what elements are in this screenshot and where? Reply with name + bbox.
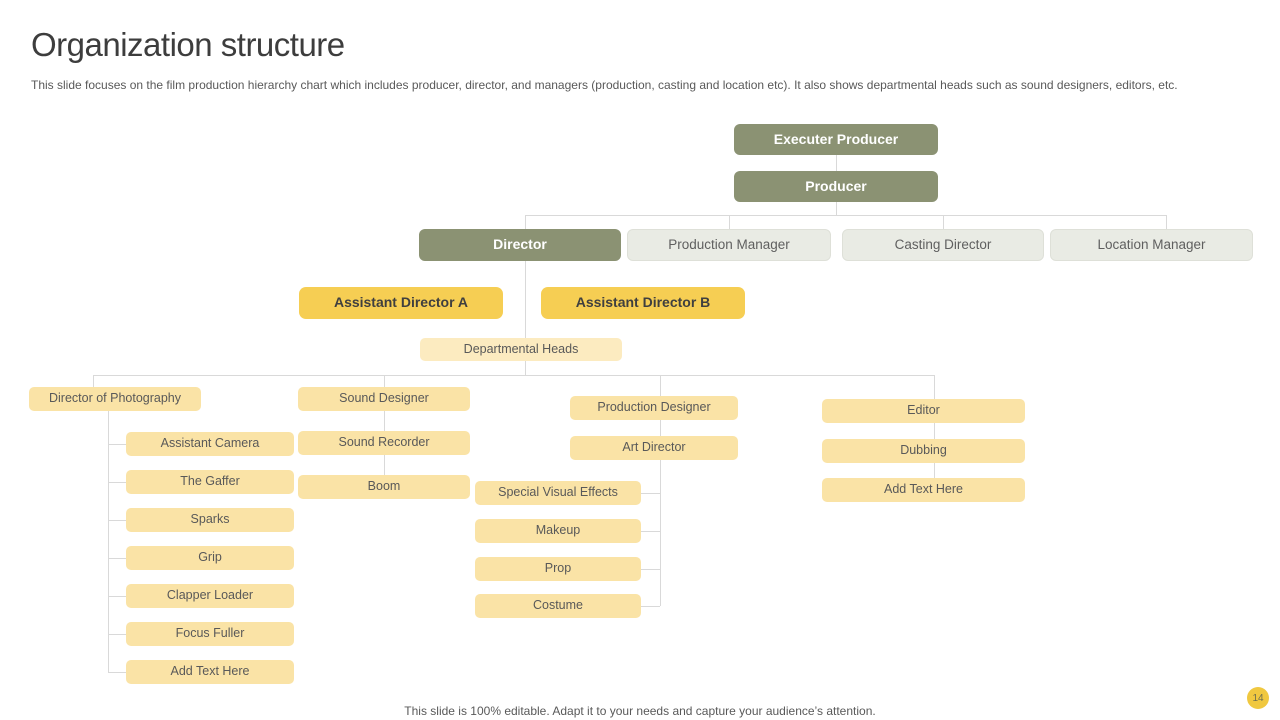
connector-photography-spine (108, 411, 109, 672)
node-sound-recorder[interactable]: Sound Recorder (298, 431, 470, 455)
node-location-manager[interactable]: Location Manager (1050, 229, 1253, 261)
node-casting-director[interactable]: Casting Director (842, 229, 1044, 261)
node-prop[interactable]: Prop (475, 557, 641, 581)
node-assistant-director-b[interactable]: Assistant Director B (541, 287, 745, 319)
connector-stub-clapper-loader (108, 596, 126, 597)
node-assistant-camera[interactable]: Assistant Camera (126, 432, 294, 456)
connector-stub-grip (108, 558, 126, 559)
node-departmental-heads[interactable]: Departmental Heads (420, 338, 622, 361)
connector-stub-sparks (108, 520, 126, 521)
node-editor[interactable]: Editor (822, 399, 1025, 423)
node-special-visual-effects[interactable]: Special Visual Effects (475, 481, 641, 505)
page-subtitle: This slide focuses on the film productio… (31, 78, 1178, 92)
node-producer[interactable]: Producer (734, 171, 938, 202)
connector-stub-focus-fuller (108, 634, 126, 635)
connector-stub-add-text-left (108, 672, 126, 673)
page-title: Organization structure (31, 26, 345, 63)
page-number-badge: 14 (1247, 687, 1269, 709)
node-the-gaffer[interactable]: The Gaffer (126, 470, 294, 494)
connector-stub-prop (641, 569, 660, 570)
node-add-text-here-right[interactable]: Add Text Here (822, 478, 1025, 502)
connector-departments-hline (93, 375, 935, 376)
connector-to-production-manager (729, 215, 730, 229)
connector-to-photography (93, 375, 94, 387)
connector-to-director (525, 215, 526, 229)
connector-producer-down (836, 202, 837, 215)
node-grip[interactable]: Grip (126, 546, 294, 570)
connector-stub-special-visual-effects (641, 493, 660, 494)
connector-stub-assistant-camera (108, 444, 126, 445)
node-art-director[interactable]: Art Director (570, 436, 738, 460)
node-production-manager[interactable]: Production Manager (627, 229, 831, 261)
connector-to-location-manager (1166, 215, 1167, 229)
node-director[interactable]: Director (419, 229, 621, 261)
node-costume[interactable]: Costume (475, 594, 641, 618)
node-boom[interactable]: Boom (298, 475, 470, 499)
connector-director-down (525, 261, 526, 375)
footer-note: This slide is 100% editable. Adapt it to… (404, 704, 876, 718)
connector-managers-hline (525, 215, 1166, 216)
connector-stub-makeup (641, 531, 660, 532)
node-focus-fuller[interactable]: Focus Fuller (126, 622, 294, 646)
node-clapper-loader[interactable]: Clapper Loader (126, 584, 294, 608)
connector-to-sound-designer (384, 375, 385, 387)
connector-to-casting-director (943, 215, 944, 229)
node-executer-producer[interactable]: Executer Producer (734, 124, 938, 155)
node-makeup[interactable]: Makeup (475, 519, 641, 543)
connector-stub-the-gaffer (108, 482, 126, 483)
node-production-designer[interactable]: Production Designer (570, 396, 738, 420)
connector-editor-spine (934, 375, 935, 478)
node-sparks[interactable]: Sparks (126, 508, 294, 532)
connector-stub-costume (641, 606, 660, 607)
connector-production-designer-spine (660, 375, 661, 606)
node-sound-designer[interactable]: Sound Designer (298, 387, 470, 411)
node-assistant-director-a[interactable]: Assistant Director A (299, 287, 503, 319)
node-add-text-here-left[interactable]: Add Text Here (126, 660, 294, 684)
connector-exec-to-producer (836, 155, 837, 171)
node-director-of-photography[interactable]: Director of Photography (29, 387, 201, 411)
node-dubbing[interactable]: Dubbing (822, 439, 1025, 463)
